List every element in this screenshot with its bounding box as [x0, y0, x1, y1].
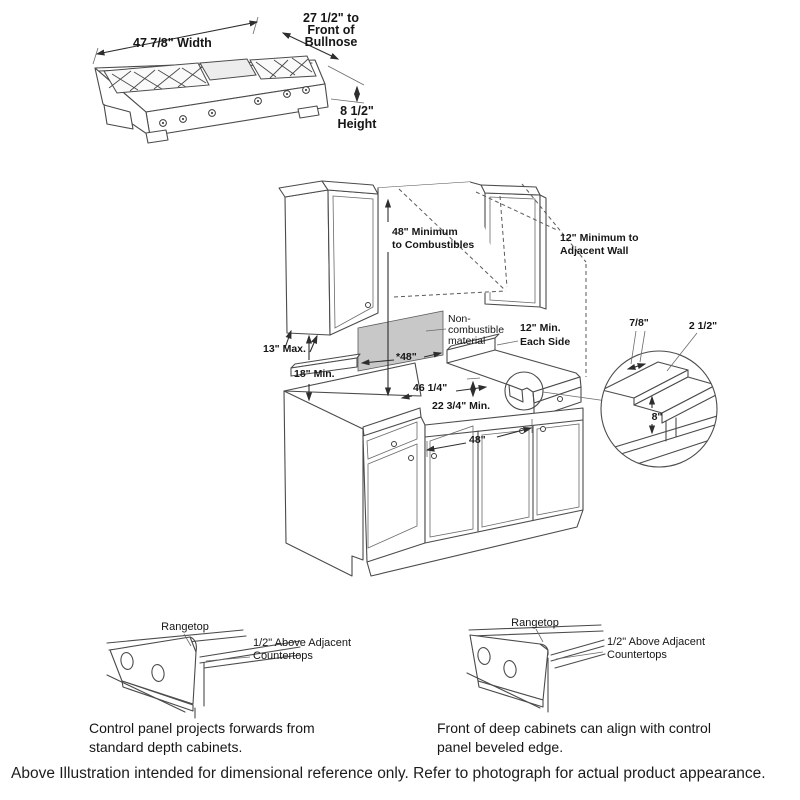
- edge-height-dimension-label: 8": [652, 411, 663, 423]
- toe-kick: [366, 509, 584, 577]
- vent-hood: [377, 182, 508, 307]
- side-clearance-label-line2: Each Side: [520, 336, 570, 348]
- caption-line2: standard depth cabinets.: [89, 739, 242, 755]
- deep-cabinet-detail: Rangetop 1/2" Above Adjacent Countertops…: [437, 617, 711, 755]
- left-burner-grates: [103, 62, 210, 94]
- left-backsplash: [290, 353, 361, 377]
- burner-circle: [503, 660, 517, 678]
- bullnose-label-line3: Bullnose: [305, 35, 358, 49]
- clearance-label-line2: Countertops: [607, 649, 667, 661]
- bullnose-label-line1: 27 1/2" to: [303, 11, 359, 25]
- installation-diagram: 7/8" 2 1/2" 8": [263, 180, 718, 577]
- caption-line1: Control panel projects forwards from: [89, 720, 315, 736]
- right-backsplash: [446, 333, 500, 364]
- edge-detail-circle: 7/8" 2 1/2" 8": [600, 317, 718, 468]
- rangetop-top-view: 47 7/8" Width 27 1/2" to Front of Bullno…: [92, 11, 378, 144]
- right-countertop: [446, 349, 582, 419]
- height-label-line1: 8 1/2": [340, 104, 374, 118]
- combustibles-label-line1: 48" Minimum: [392, 226, 458, 238]
- caption-line1: Front of deep cabinets can align with co…: [437, 720, 711, 736]
- drawer-knob: [391, 441, 397, 447]
- door-knob: [540, 426, 546, 432]
- cutout-depth-min-label: 22 3/4" Min.: [432, 400, 490, 412]
- door-knob: [431, 453, 437, 459]
- height-label-line2: Height: [338, 117, 378, 131]
- burner-circle: [151, 664, 165, 682]
- bullnose-dimension: 27 1/2" to Front of Bullnose: [281, 11, 359, 60]
- bullnose-label-line2: Front of: [307, 23, 355, 37]
- drawer-knob: [557, 396, 563, 402]
- adjacent-wall-label-line2: Adjacent Wall: [560, 245, 629, 257]
- cutout-width-inner-label: 46 1/4": [413, 382, 447, 394]
- control-knobs: [159, 86, 310, 127]
- burner-circle: [477, 647, 491, 665]
- rangetop-foot: [103, 104, 134, 130]
- adjacent-wall-label-line1: 12" Minimum to: [560, 232, 638, 244]
- width-dimension: 47 7/8" Width: [92, 16, 259, 65]
- adjacent-wall-reference: [475, 183, 587, 377]
- combustibles-label-line2: to Combustibles: [392, 239, 474, 251]
- rangetop-foot: [297, 105, 320, 119]
- rangetop-foot: [145, 129, 169, 144]
- cutout-width-starred-label: *48": [396, 351, 417, 363]
- standard-cabinet-detail: Rangetop 1/2" Above Adjacent Countertops…: [89, 621, 351, 755]
- clearance-label-line2: Countertops: [253, 650, 313, 662]
- noncombustible-label-line2: combustible: [448, 324, 504, 336]
- counter-to-cabinet-min-label: 18" Min.: [294, 368, 335, 380]
- right-burner-grates: [249, 55, 317, 80]
- clearance-label-line1: 1/2" Above Adjacent: [607, 636, 705, 648]
- noncombustible-label-line3: material: [448, 335, 485, 347]
- ledge-dimension-label: 2 1/2": [689, 320, 717, 332]
- rangetop-label: Rangetop: [511, 617, 559, 629]
- center-griddle: [199, 58, 257, 81]
- cutout-corner-highlight-circle: [504, 371, 544, 411]
- cabinet-door-knob: [365, 302, 371, 308]
- base-cabinet-side-panel: [283, 390, 364, 577]
- noncombustible-label-line1: Non-: [448, 313, 471, 325]
- clearance-label-line1: 1/2" Above Adjacent: [253, 637, 351, 649]
- door-knob: [408, 455, 414, 461]
- dimension-arrows: [284, 198, 533, 457]
- reference-disclaimer: Above Illustration intended for dimensio…: [11, 765, 766, 782]
- burner-circle: [120, 652, 134, 670]
- left-wall-cabinet: [278, 180, 379, 336]
- base-cabinets: [283, 390, 584, 577]
- rangetop-label: Rangetop: [161, 621, 209, 633]
- width-dimension-label: 47 7/8" Width: [133, 36, 212, 50]
- caption-line2: panel beveled edge.: [437, 739, 563, 755]
- lip-dimension-label: 7/8": [629, 317, 649, 329]
- side-clearance-label-line1: 12" Min.: [520, 322, 561, 334]
- cabinet-opening-width-label: 48": [469, 434, 486, 446]
- height-dimension: 8 1/2" Height: [327, 65, 378, 131]
- cabinet-depth-max-label: 13" Max.: [263, 343, 306, 355]
